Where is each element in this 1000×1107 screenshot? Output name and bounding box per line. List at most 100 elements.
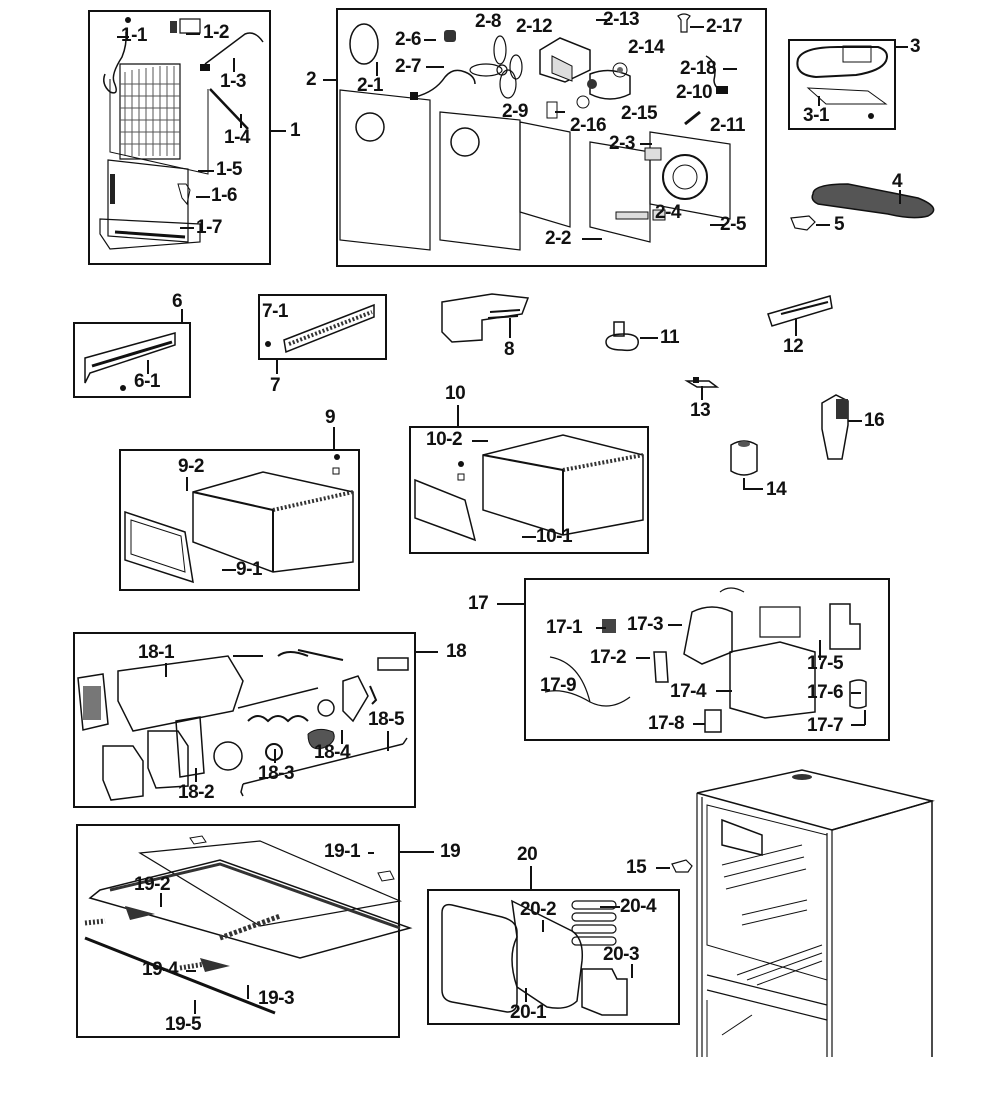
label-13: 13 [690, 400, 711, 421]
label-2-17: 2-17 [706, 16, 743, 37]
label-1-3: 1-3 [220, 71, 246, 92]
label-10: 10 [445, 383, 466, 404]
label-20-3: 20-3 [603, 944, 640, 965]
label-2-14: 2-14 [628, 37, 665, 58]
group-7-box [258, 294, 387, 360]
label-17-2: 17-2 [590, 647, 627, 668]
label-2-9: 2-9 [502, 101, 528, 122]
label-17-9: 17-9 [540, 675, 577, 696]
label-17-8: 17-8 [648, 713, 685, 734]
door-switch[interactable] [670, 858, 694, 876]
label-1-5: 1-5 [216, 159, 242, 180]
group-2-box [336, 8, 767, 267]
label-16: 16 [864, 410, 885, 431]
label-10-2: 10-2 [426, 429, 463, 450]
label-19-5: 19-5 [165, 1014, 202, 1035]
group-20-box [427, 889, 680, 1025]
label-19-2: 19-2 [134, 874, 171, 895]
damper-clip[interactable] [789, 214, 817, 232]
label-9-1: 9-1 [236, 559, 262, 580]
label-10-1: 10-1 [536, 526, 573, 547]
label-2-11: 2-11 [710, 115, 745, 136]
handle-cap[interactable] [818, 393, 852, 461]
group-3-box [788, 39, 896, 130]
label-6-1: 6-1 [134, 371, 160, 392]
ice-maker[interactable] [440, 292, 530, 342]
label-2-1: 2-1 [357, 75, 383, 96]
shelf-rail-left[interactable] [80, 328, 185, 393]
label-7-1: 7-1 [262, 301, 288, 322]
label-2-8: 2-8 [475, 11, 501, 32]
label-6: 6 [172, 291, 183, 312]
ice-chute-cover[interactable] [793, 44, 893, 124]
fan-motor-assembly[interactable] [340, 12, 764, 264]
group-6-box [73, 322, 191, 398]
ice-chute-gasket[interactable] [808, 180, 943, 220]
group-18-box [73, 632, 416, 808]
label-5: 5 [834, 214, 845, 235]
label-17-4: 17-4 [670, 681, 707, 702]
label-18-1: 18-1 [138, 642, 175, 663]
label-2-16: 2-16 [570, 115, 607, 136]
label-9: 9 [325, 407, 336, 428]
group-1-box [88, 10, 271, 265]
label-12: 12 [783, 336, 804, 357]
label-2-18: 2-18 [680, 58, 717, 79]
label-9-2: 9-2 [178, 456, 204, 477]
label-2-7: 2-7 [395, 56, 421, 77]
label-18-2: 18-2 [178, 782, 215, 803]
group-10-box [409, 426, 649, 554]
clip-13[interactable] [685, 375, 719, 391]
glass-shelf-assembly[interactable] [80, 828, 396, 1034]
water-valve[interactable] [604, 320, 642, 352]
group-9-box [119, 449, 360, 591]
label-19-4: 19-4 [142, 959, 179, 980]
label-18-5: 18-5 [368, 709, 405, 730]
label-2-6: 2-6 [395, 29, 421, 50]
auger-motor-assembly[interactable] [530, 582, 886, 737]
label-18-4: 18-4 [314, 742, 351, 763]
label-20-4: 20-4 [620, 896, 657, 917]
label-2-3: 2-3 [609, 133, 635, 154]
hinge-cover[interactable] [766, 294, 836, 326]
label-17-3: 17-3 [627, 614, 664, 635]
label-17-7: 17-7 [807, 715, 844, 736]
label-2-10: 2-10 [676, 82, 713, 103]
label-3-1: 3-1 [803, 105, 829, 126]
label-15: 15 [626, 857, 647, 878]
label-11: 11 [660, 327, 680, 348]
label-2-4: 2-4 [655, 202, 681, 223]
group-17-box [524, 578, 890, 741]
ice-bucket-assembly[interactable] [78, 636, 412, 804]
label-19: 19 [440, 841, 461, 862]
label-20-2: 20-2 [520, 899, 557, 920]
label-3: 3 [910, 36, 921, 57]
label-2-13: 2-13 [603, 9, 640, 30]
label-2-2: 2-2 [545, 228, 571, 249]
vegetable-drawer[interactable] [123, 452, 357, 588]
label-2-15: 2-15 [621, 103, 658, 124]
label-19-1: 19-1 [324, 841, 361, 862]
label-14: 14 [766, 479, 787, 500]
label-17: 17 [468, 593, 489, 614]
shelf-rail-right[interactable] [264, 300, 382, 355]
water-filter[interactable] [727, 437, 761, 479]
refrigerator-cabinet[interactable] [692, 765, 940, 1057]
label-7: 7 [270, 375, 281, 396]
ice-duct-heater-assembly[interactable] [432, 893, 675, 1021]
label-1-6: 1-6 [211, 185, 237, 206]
label-1-2: 1-2 [203, 22, 229, 43]
label-17-5: 17-5 [807, 653, 844, 674]
label-17-6: 17-6 [807, 682, 844, 703]
crisper-drawer[interactable] [413, 430, 645, 550]
label-18: 18 [446, 641, 467, 662]
label-20-1: 20-1 [510, 1002, 547, 1023]
label-1-1: 1-1 [121, 25, 147, 46]
label-19-3: 19-3 [258, 988, 295, 1009]
label-2-5: 2-5 [720, 214, 746, 235]
label-20: 20 [517, 844, 538, 865]
label-17-1: 17-1 [546, 617, 583, 638]
label-1: 1 [290, 120, 301, 141]
label-2: 2 [306, 69, 317, 90]
